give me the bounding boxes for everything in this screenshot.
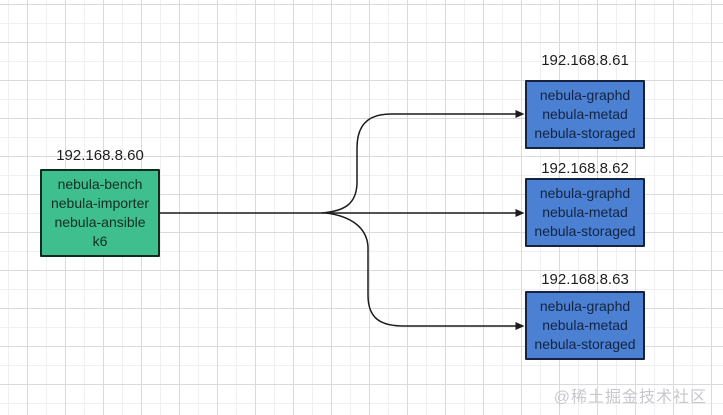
- target-node-2: nebula-graphd nebula-metad nebula-storag…: [525, 178, 645, 247]
- service-name: nebula-graphd: [539, 185, 631, 201]
- watermark: @稀土掘金技术社区: [553, 389, 707, 406]
- service-name: nebula-storaged: [534, 223, 636, 239]
- ip-label-target-1: 192.168.8.61: [541, 52, 629, 69]
- service-name: nebula-ansible: [54, 214, 146, 230]
- service-name: nebula-bench: [57, 176, 143, 192]
- service-name: nebula-graphd: [539, 87, 631, 103]
- source-node: nebula-bench nebula-importer nebula-ansi…: [40, 169, 160, 257]
- service-name: nebula-metad: [542, 317, 628, 333]
- ip-label-target-2: 192.168.8.62: [541, 160, 629, 177]
- ip-label-source: 192.168.8.60: [56, 147, 144, 164]
- connector-to-node-61: [321, 110, 525, 214]
- ip-label-target-3: 192.168.8.63: [541, 271, 629, 288]
- service-name: nebula-storaged: [534, 336, 636, 352]
- service-name: k6: [92, 233, 108, 249]
- service-name: nebula-metad: [542, 106, 628, 122]
- service-name: nebula-storaged: [534, 125, 636, 141]
- target-node-1: nebula-graphd nebula-metad nebula-storag…: [525, 80, 645, 149]
- service-name: nebula-metad: [542, 204, 628, 220]
- target-node-3: nebula-graphd nebula-metad nebula-storag…: [525, 291, 645, 360]
- connector-to-node-63: [325, 212, 525, 330]
- service-name: nebula-graphd: [539, 298, 631, 314]
- service-name: nebula-importer: [50, 195, 150, 211]
